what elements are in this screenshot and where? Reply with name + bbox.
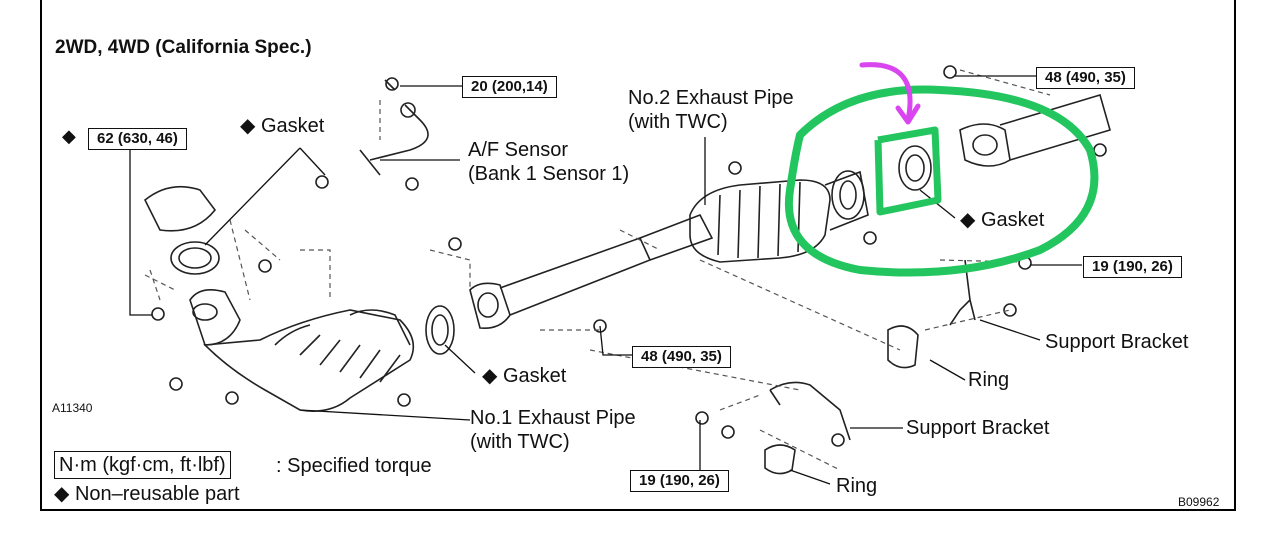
highlight-box bbox=[874, 126, 942, 216]
ring-label-lower: Ring bbox=[836, 475, 878, 497]
torque-19-bottom: 19 (190, 26) bbox=[630, 470, 729, 492]
figure-code-left: A11340 bbox=[52, 401, 93, 415]
diagram-title: 2WD, 4WD (California Spec.) bbox=[55, 37, 312, 58]
support-bracket-label-upper: Support Bracket bbox=[1045, 331, 1189, 353]
exhaust-pipe-2-label: No.2 Exhaust Pipe bbox=[628, 87, 794, 109]
af-sensor-label: A/F Sensor bbox=[468, 139, 569, 161]
ring-label-upper: Ring bbox=[968, 369, 1010, 391]
pink-arrow bbox=[859, 62, 913, 123]
diagram-frame bbox=[40, 0, 1236, 511]
legend-non-reusable: ◆ Non–reusable part bbox=[54, 483, 240, 505]
torque-62: 62 (630, 46) bbox=[88, 128, 187, 150]
gasket-label-top-left: ◆ Gasket bbox=[240, 115, 325, 137]
gasket-label-bottom: ◆ Gasket bbox=[482, 365, 567, 387]
support-bracket-upper-drawing bbox=[949, 259, 976, 326]
torque-48-mid: 48 (490, 35) bbox=[632, 346, 731, 368]
support-bracket-lower-drawing bbox=[769, 381, 851, 441]
torque-48-top: 48 (490, 35) bbox=[1036, 67, 1135, 89]
af-sensor-bank-label: (Bank 1 Sensor 1) bbox=[468, 163, 630, 185]
torque-20: 20 (200,14) bbox=[462, 76, 557, 98]
exhaust-pipe-1-label: No.1 Exhaust Pipe bbox=[470, 407, 636, 429]
gasket-label-right: ◆ Gasket bbox=[960, 209, 1045, 231]
no2-exhaust-pipe-drawing bbox=[689, 94, 1111, 263]
support-bracket-label-lower: Support Bracket bbox=[906, 417, 1050, 439]
ring-lower-drawing bbox=[764, 444, 796, 475]
legend-torque-desc: : Specified torque bbox=[276, 455, 432, 477]
af-sensor-drawing bbox=[359, 79, 429, 176]
ring-upper-drawing bbox=[887, 325, 919, 369]
exhaust-pipe-2-sub-label: (with TWC) bbox=[628, 111, 728, 133]
gasket-left-drawing bbox=[170, 241, 220, 275]
figure-code-right: B09962 bbox=[1178, 495, 1220, 509]
non-reusable-diamond-icon: ◆ bbox=[62, 126, 76, 146]
torque-19-right: 19 (190, 26) bbox=[1083, 256, 1182, 278]
legend-torque-unit: N·m (kgf·cm, ft·lbf) bbox=[54, 451, 231, 479]
highlight-circle bbox=[784, 85, 1099, 277]
no1-exhaust-pipe-drawing bbox=[189, 213, 714, 412]
exhaust-pipe-1-sub-label: (with TWC) bbox=[470, 431, 570, 453]
